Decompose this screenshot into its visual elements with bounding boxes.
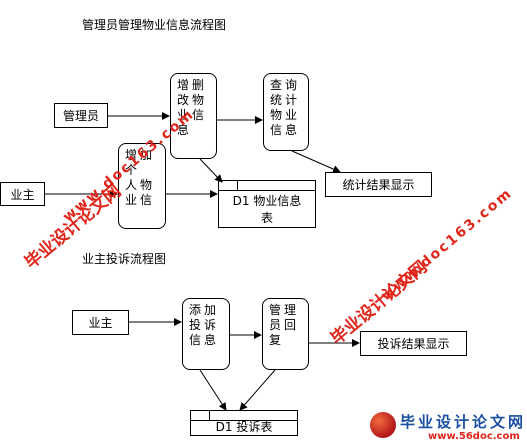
entity-stats-display: 统计结果显示 — [325, 172, 432, 197]
process-query-stats: 查询 统计 物业 信息 — [263, 73, 309, 151]
logo-ball-icon — [370, 412, 396, 438]
datastore-divider — [209, 411, 297, 421]
arrow-reply-to-store — [239, 369, 276, 411]
process-text-line: 员回 — [269, 318, 300, 332]
process-text-line: 业信 — [125, 193, 156, 207]
process-add-delete-property: 增删 改物 业信 息 — [170, 73, 217, 159]
process-add-complaint: 添加 投诉 信息 — [182, 298, 230, 370]
diagram2-title: 业主投诉流程图 — [82, 252, 167, 266]
process-text-line: 业信 — [177, 108, 208, 122]
footer-brand: 毕业设计论文网 — [400, 413, 527, 431]
datastore-id-cell — [191, 411, 210, 421]
datastore-label: D1 投诉表 — [215, 420, 273, 434]
arrow-complaint-to-store — [199, 369, 227, 411]
process-text-line: 息 — [177, 123, 193, 137]
process-text-line: 统计 — [270, 93, 301, 107]
process-text-line: 增删 — [177, 78, 208, 92]
diagram1-title: 管理员管理物业信息流程图 — [82, 18, 227, 32]
process-text-line: 投诉 — [189, 318, 220, 332]
footer-url: www.56doc.com — [428, 431, 520, 442]
process-text-line: 复 — [269, 333, 285, 347]
process-text-line: 信息 — [270, 123, 301, 137]
arrow-query-to-stats — [291, 150, 341, 173]
footer-logo: 毕业设计论文网 www.56doc.com — [370, 408, 527, 447]
entity-owner-1: 业主 — [0, 182, 45, 206]
process-text-line: 增加 — [125, 148, 156, 162]
process-text-line: 信息 — [189, 333, 220, 347]
datastore-label-line2: 表 — [260, 211, 273, 225]
process-admin-reply: 管理 员回 复 — [262, 298, 309, 370]
datastore-complaint: D1 投诉表 — [190, 410, 298, 436]
datastore-id-cell — [219, 181, 238, 191]
process-text-line: 物业 — [270, 108, 301, 122]
entity-owner-2: 业主 — [72, 310, 129, 335]
arrow-add-delete-to-store — [199, 158, 223, 183]
process-text-line: 管理 — [269, 303, 300, 317]
datastore-divider — [237, 181, 315, 191]
datastore-property-info: D1 物业信息 表 — [218, 180, 316, 228]
process-text-line: 添加 — [189, 303, 220, 317]
process-text-line: 改物 — [177, 93, 208, 107]
entity-admin: 管理员 — [54, 103, 108, 128]
process-text-line: 个 — [125, 163, 141, 177]
process-add-personal-property: 增加 个 人物 业信 — [118, 143, 166, 229]
entity-complaint-result: 投诉结果显示 — [360, 331, 467, 356]
process-text-line: 人物 — [125, 178, 156, 192]
process-text-line: 查询 — [270, 78, 301, 92]
datastore-label-line1: D1 物业信息 — [232, 194, 302, 208]
